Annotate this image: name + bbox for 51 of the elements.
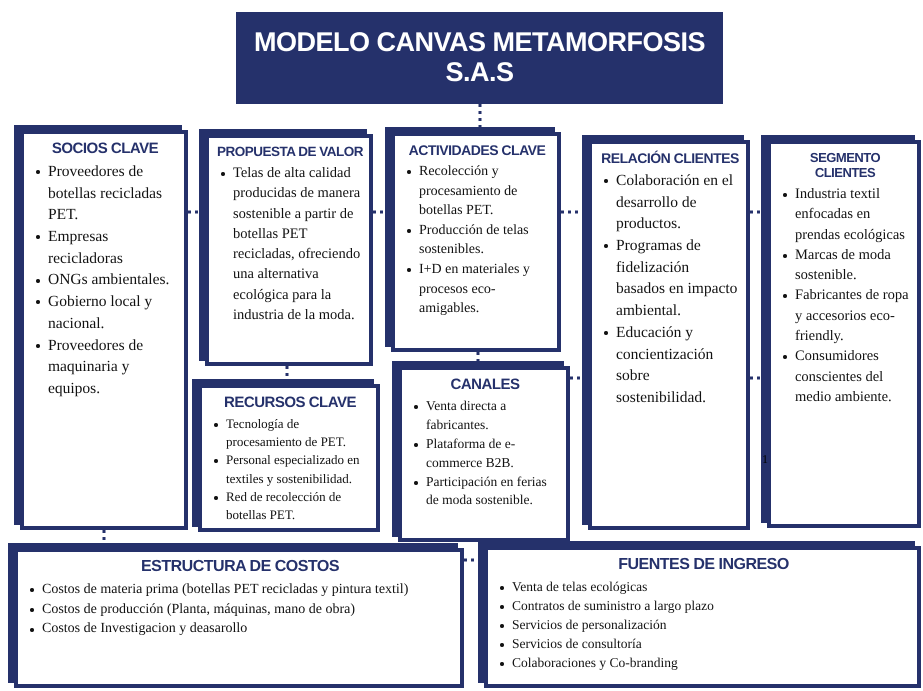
list-item: Empresas recicladoras <box>48 226 178 270</box>
list-item: Proveedores de maquinaria y equipos. <box>48 334 178 400</box>
list-item: Fabricantes de ropa y accesorios eco-friendly. <box>795 285 911 346</box>
list-item: Tecnología de procesamiento de PET. <box>226 415 370 452</box>
list-item: Plataforma de e-commerce B2B. <box>426 434 560 473</box>
list-item: Costos de materia prima (botellas PET recicladas y pintura textil) <box>42 580 454 600</box>
list-item: Contratos de suministro a largo plazo <box>512 596 911 616</box>
dotted-connector <box>373 210 385 214</box>
dotted-connector <box>570 376 582 380</box>
dotted-connector <box>478 104 482 127</box>
dotted-connector <box>750 376 761 380</box>
list-item: Red de recolección de botellas PET. <box>226 488 370 524</box>
section-heading: FUENTES DE INGRESO <box>617 556 790 574</box>
list-item: Venta directa a fabricantes. <box>426 397 560 435</box>
list-item: Venta de telas ecológicas <box>512 578 911 597</box>
section-heading: RELACIÓN CLIENTES <box>600 150 740 166</box>
list-item: Educación y concientización sobre sostenibilidad. <box>616 322 740 409</box>
list-item: Personal especializado en textiles y sostenibilidad. <box>226 451 370 488</box>
page-number: 1 <box>762 452 768 467</box>
section-heading: CANALES <box>449 376 520 393</box>
list-item: Producción de telas sostenibles. <box>419 220 551 260</box>
dotted-connector <box>102 530 106 543</box>
list-item: Colaboraciones y Co-branding <box>512 654 911 672</box>
list-item: I+D en materiales y procesos eco-amigables. <box>419 260 551 319</box>
title-banner <box>236 12 723 104</box>
list-item: Marcas de moda sostenible. <box>795 244 911 286</box>
dotted-connector <box>188 210 199 214</box>
list-item: Costos de Investigacion y deasarollo <box>42 619 454 639</box>
list-item: Consumidores conscientes del medio ambiente. <box>795 346 911 408</box>
list-item: Proveedores de botellas recicladas PET. <box>48 161 178 226</box>
list-item: Recolección y procesamiento de botellas PET. <box>419 162 551 221</box>
list-item: Costos de producción (Planta, máquinas, mano de obra) <box>42 600 454 620</box>
dotted-connector <box>750 210 761 214</box>
section-heading: SEGMENTO CLIENTES <box>808 150 882 180</box>
section-heading: PROPUESTA DE VALOR <box>217 144 363 159</box>
list-item: Programas de fidelización basados en impacto ambiental. <box>616 235 740 322</box>
section-heading: ESTRUCTURA DE COSTOS <box>140 558 340 576</box>
title-text: MODELO CANVAS METAMORFOSIS S.A.S <box>253 28 706 88</box>
section-heading: ACTIVIDADES CLAVE <box>408 142 546 158</box>
dotted-connector <box>286 366 288 379</box>
list-item: ONGs ambientales. <box>48 269 178 292</box>
dotted-connector <box>476 352 480 361</box>
list-item: Servicios de personalización <box>512 616 911 635</box>
list-item: Industria textil enfocadas en prendas ecológicas <box>795 184 911 245</box>
section-heading: SOCIOS CLAVE <box>50 140 160 157</box>
list-item: Colaboración en el desarrollo de productos. <box>616 170 740 236</box>
list-item: Participación en ferias de moda sostenible. <box>426 472 560 510</box>
section-heading: RECURSOS CLAVE <box>223 394 357 411</box>
list-item: Gobierno local y nacional. <box>48 291 178 334</box>
list-item: Telas de alta calidad producidas de manera sostenible a partir de botellas PET recicladas, ofreciendo una alternativa ecológica para la industria de la moda. <box>233 163 363 326</box>
list-item: Servicios de consultoría <box>512 634 911 654</box>
